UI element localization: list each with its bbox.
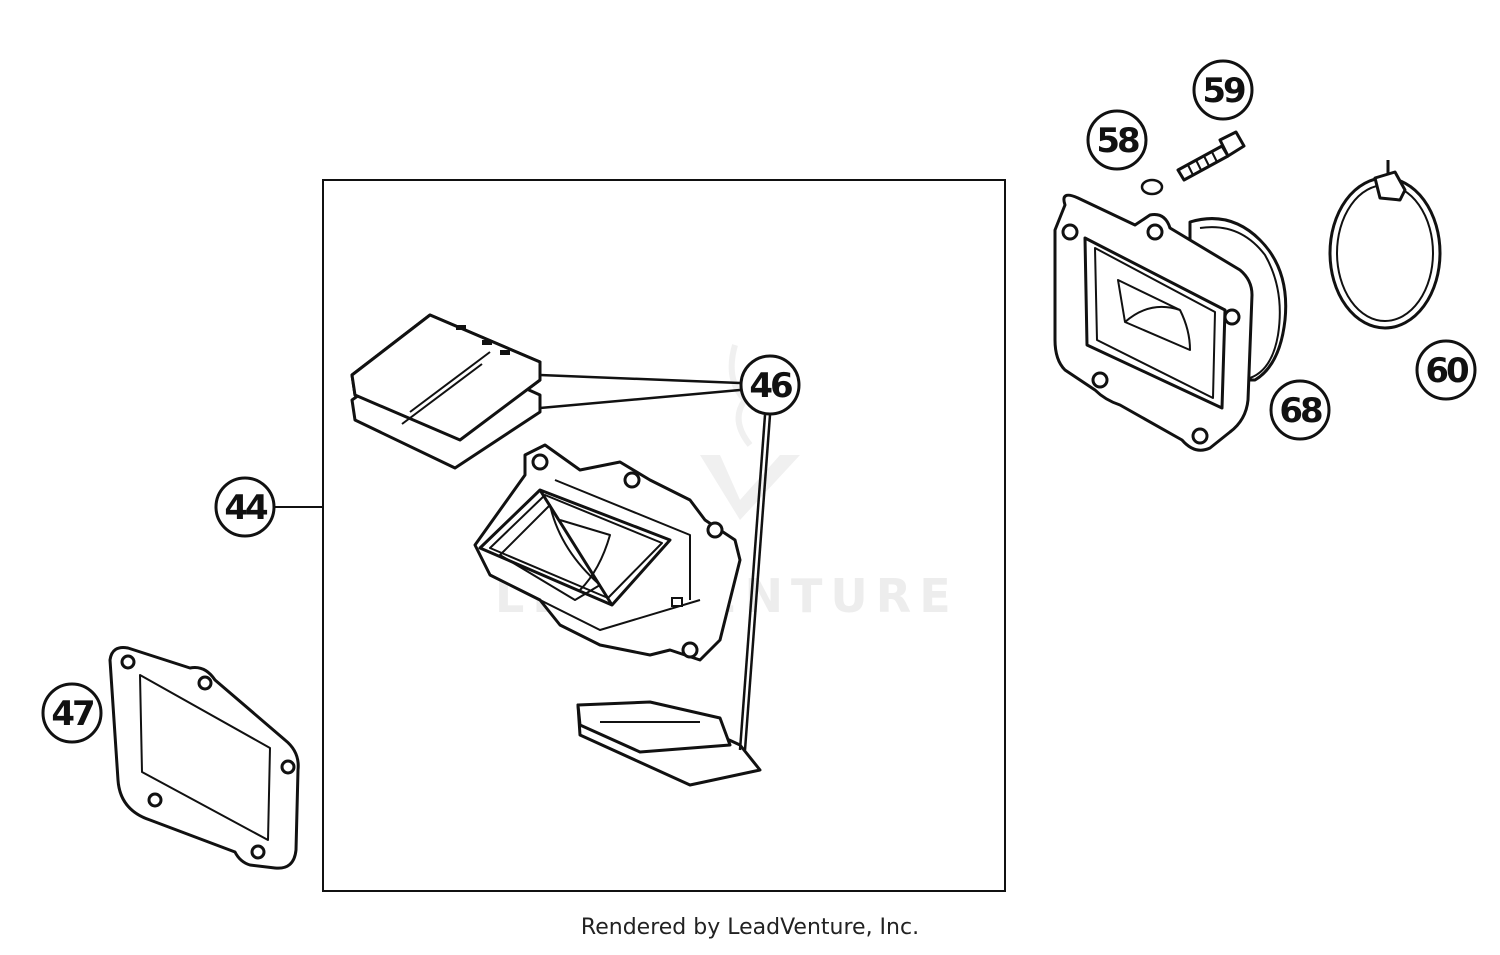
callout-59-label: 59	[1202, 71, 1245, 111]
callout-68-label: 68	[1279, 391, 1322, 431]
callout-58-label: 58	[1096, 121, 1139, 161]
leader-lines-46	[539, 373, 772, 751]
reed-petals-upper	[350, 313, 542, 470]
callout-68: 68	[1269, 379, 1331, 441]
gasket	[108, 646, 300, 870]
callout-44-label: 44	[224, 488, 268, 528]
assembly-box	[322, 179, 1006, 892]
footer-credit: Rendered by LeadVenture, Inc.	[580, 915, 920, 940]
callout-46-label: 46	[749, 366, 792, 406]
callout-44: 44	[214, 476, 276, 538]
screw	[1176, 130, 1246, 182]
callout-59: 59	[1192, 59, 1254, 121]
reed-petals-lower	[576, 700, 762, 787]
callout-47: 47	[41, 682, 103, 744]
callout-46: 46	[739, 354, 801, 416]
reed-block	[473, 443, 742, 662]
intake-flange	[1053, 193, 1288, 452]
callout-47-label: 47	[51, 694, 93, 734]
callout-58: 58	[1086, 109, 1148, 171]
callout-60: 60	[1415, 339, 1477, 401]
callout-60-label: 60	[1425, 351, 1469, 391]
hose-clamp	[1328, 160, 1442, 330]
washer	[1140, 178, 1164, 196]
